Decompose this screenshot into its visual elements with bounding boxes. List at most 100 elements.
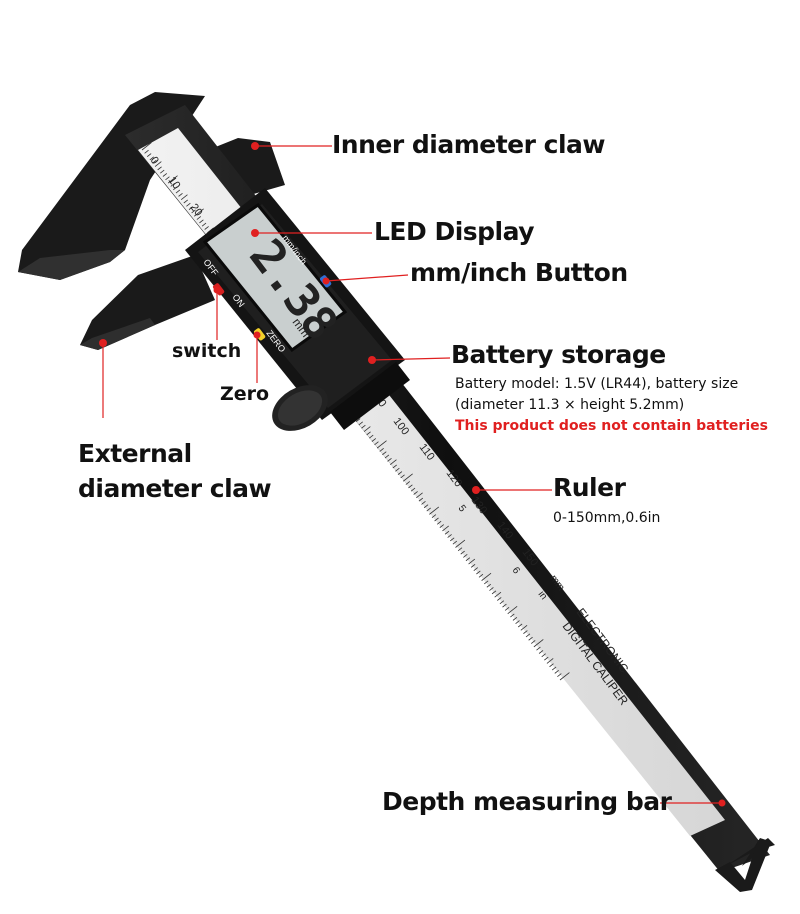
scale-tick	[442, 525, 449, 532]
scale-tick	[194, 208, 204, 217]
scale-tick	[366, 431, 371, 436]
scale-tick	[416, 492, 423, 499]
scale-tick	[444, 530, 450, 535]
scale-tick	[201, 222, 207, 227]
scale-tick	[413, 491, 418, 495]
scale-tick	[162, 173, 168, 177]
label-external-claw-line-1: External	[78, 439, 192, 468]
scale-number: 5	[456, 503, 468, 514]
scale-tick	[551, 666, 557, 671]
scale-tick	[455, 539, 466, 548]
scale-tick	[387, 457, 392, 462]
scale-tick	[165, 176, 170, 181]
scale-number: 10	[166, 175, 183, 192]
scale-tick	[510, 613, 515, 618]
battery-model-text: Battery model: 1.5V (LR44), battery size	[455, 376, 739, 392]
scale-tick	[371, 438, 377, 442]
scale-tick	[403, 473, 413, 482]
scale-tick	[146, 153, 152, 157]
scale-tick	[152, 159, 157, 164]
scale-tick	[473, 567, 478, 572]
scale-tick	[447, 534, 452, 538]
scale-tick	[154, 161, 162, 167]
slider-head: 2.38 mm mm/inch OFF ON ZERO	[185, 188, 410, 431]
scale-tick	[491, 590, 497, 595]
lower-sliding-jaw	[80, 255, 215, 350]
scale-tick	[379, 448, 384, 452]
scale-tick	[355, 418, 361, 422]
scale-tick	[369, 434, 374, 439]
scale-tick	[199, 219, 204, 224]
scale-tick	[363, 426, 371, 432]
scale-tick	[431, 514, 437, 519]
label-ruler: Ruler	[553, 473, 626, 502]
scale-tick	[392, 464, 397, 469]
label-zero: Zero	[220, 383, 270, 405]
scale-tick	[439, 524, 444, 528]
scale-tick	[144, 149, 149, 154]
label-led-display: LED Display	[374, 217, 535, 246]
scale-tick	[559, 672, 570, 681]
label-switch: switch	[172, 340, 242, 362]
scale-tick	[528, 636, 533, 641]
scale-tick	[523, 630, 528, 634]
scale-tick	[465, 557, 471, 562]
scale-tick	[538, 650, 544, 654]
scale-tick	[536, 646, 541, 651]
scale-tick	[525, 633, 531, 638]
scale-tick	[494, 591, 502, 598]
scale-tick	[546, 658, 554, 664]
scale-tick	[418, 497, 424, 502]
scale-tick	[504, 607, 510, 611]
scale-tick	[196, 216, 202, 220]
scale-tick	[515, 620, 520, 625]
scale-tick	[160, 169, 165, 174]
scale-tick	[541, 653, 546, 658]
label-mm-inch-button: mm/inch Button	[410, 258, 628, 287]
scale-tick	[450, 537, 455, 542]
upper-fixed-jaw-highlight	[18, 250, 125, 280]
battery-warning-text: This product does not contain batteries	[455, 418, 768, 434]
scale-tick	[423, 504, 429, 509]
scale-tick	[533, 639, 544, 648]
label-external-claw-line-2: diameter claw	[78, 474, 272, 503]
scale-tick	[457, 547, 463, 552]
scale-tick	[497, 597, 502, 601]
scale-tick	[481, 572, 492, 581]
scale-tick	[549, 663, 554, 668]
scale-tick	[410, 487, 416, 492]
label-battery-storage: Battery storage	[451, 340, 666, 369]
scale-tick	[374, 441, 379, 446]
scale-tick	[460, 550, 465, 555]
scale-tick	[183, 199, 188, 204]
scale-tick	[452, 540, 458, 545]
scale-tick	[512, 616, 518, 621]
lcd-screen	[202, 202, 348, 353]
scale-tick	[429, 506, 440, 515]
scale-tick	[557, 673, 562, 678]
scale-tick	[389, 459, 397, 466]
scale-tick	[384, 454, 390, 459]
scale-tick	[405, 481, 411, 485]
scale-tick	[426, 507, 431, 512]
label-inner-diameter-claw: Inner diameter claw	[332, 130, 606, 159]
scale-tick	[483, 580, 489, 585]
scale-tick	[397, 471, 403, 475]
scale-tick	[157, 166, 162, 171]
scale-tick	[358, 421, 364, 426]
scale-numbers-upper: 0 10 20	[148, 155, 205, 219]
scale-tick	[499, 600, 505, 605]
scale-tick	[173, 186, 178, 191]
scale-number: 20	[188, 202, 205, 219]
scale-tick	[191, 209, 196, 214]
scale-tick	[489, 587, 494, 591]
battery-size-text: (diameter 11.3 × height 5.2mm)	[455, 397, 685, 413]
lower-sliding-jaw-highlight	[80, 318, 155, 350]
scale-tick	[531, 640, 536, 644]
scale-tick	[470, 563, 476, 568]
scale-tick	[468, 558, 476, 565]
scale-tick	[463, 554, 468, 558]
label-depth-measuring-bar: Depth measuring bar	[382, 787, 672, 816]
scale-tick	[395, 467, 400, 472]
scale-tick	[167, 175, 178, 184]
